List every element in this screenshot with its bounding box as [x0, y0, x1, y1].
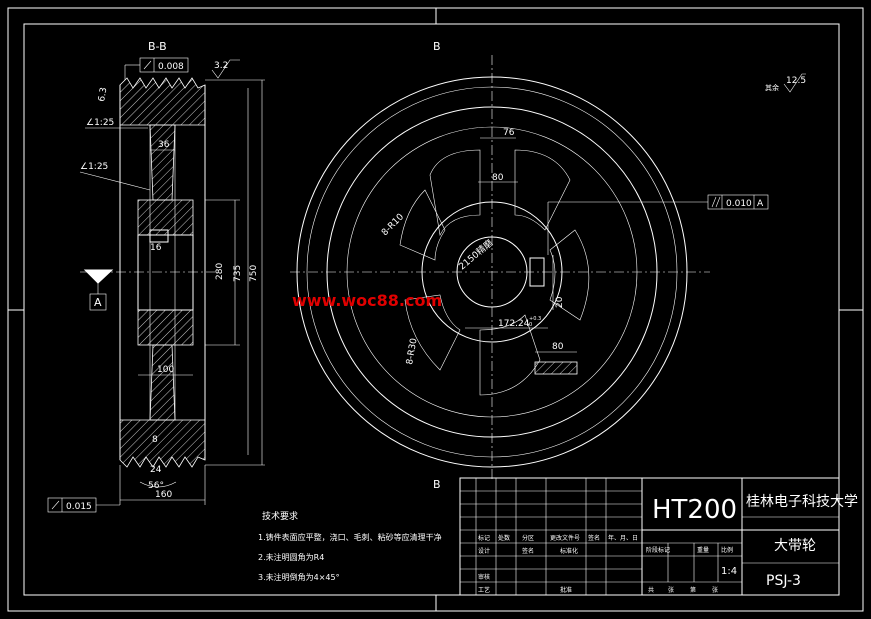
bottom-tol: 0.015 — [66, 502, 92, 512]
dim-36: 36 — [158, 140, 170, 150]
tb-weight-label: 重量 — [697, 546, 709, 554]
tb-label-approve: 批准 — [560, 586, 572, 594]
tech-item-1: 1.铸件表面应平整，浇口、毛刺、粘砂等应清理干净 — [258, 532, 442, 542]
dim-76: 76 — [503, 128, 515, 138]
tb-scale-label: 比例 — [721, 546, 733, 554]
dim-angle: 56° — [148, 481, 164, 491]
dim-735: 735 — [233, 265, 243, 282]
tb-label-review: 审核 — [478, 573, 490, 581]
rim-section-top — [119, 77, 206, 126]
watermark: www.woc88.com — [292, 291, 442, 310]
web-top — [149, 124, 176, 201]
tech-requirements: 技术要求 1.铸件表面应平整，浇口、毛刺、粘砂等应清理干净 2.未注明圆角为R4… — [258, 510, 442, 582]
tb-label-standard: 标准化 — [560, 547, 578, 555]
parallel-tol: 0.010 — [726, 199, 752, 209]
web-bottom — [149, 344, 176, 421]
tb-label-zone: 分区 — [522, 534, 534, 542]
dim-17224-tol-up: +0.3 — [529, 316, 541, 322]
datum-letter: A — [94, 296, 102, 309]
tb-stage-label: 阶段标记 — [646, 546, 670, 554]
dim-80-right: 80 — [552, 342, 564, 352]
dim-17224: 172.24 — [498, 319, 530, 329]
tb-label-sign: 签名 — [588, 534, 600, 542]
tb-label-design: 设计 — [478, 547, 490, 555]
tb-label-count: 处数 — [498, 534, 510, 542]
section-mark-bottom: B — [433, 478, 441, 491]
dim-keyway: 20 — [555, 296, 565, 308]
dim-80-top: 80 — [492, 173, 504, 183]
tb-label-date: 年、月、日 — [608, 534, 638, 542]
spoke-section — [534, 361, 578, 375]
flatness-tol-top: 0.008 — [158, 62, 184, 72]
roughness-other: 12.5 — [786, 76, 806, 86]
tech-title: 技术要求 — [262, 510, 298, 522]
tb-label-design-sign: 签名 — [522, 547, 534, 555]
rim-section-bottom — [119, 419, 206, 468]
section-mark-top: B — [433, 40, 441, 53]
front-view: B B 76 80 8-R10 8-R30 2150精磨 172.24 +0.3… — [290, 40, 806, 491]
tech-item-3: 3.未注明倒角为4×45° — [258, 572, 340, 582]
tb-label-process: 工艺 — [478, 586, 490, 594]
dim-750: 750 — [249, 265, 259, 282]
r-label-2: 8-R30 — [405, 337, 420, 365]
tb-sheet-no-a: 第 — [690, 586, 696, 594]
section-title: B-B — [148, 40, 167, 53]
bore-keyway — [529, 257, 545, 287]
keyway — [149, 229, 169, 243]
dim-280: 280 — [215, 263, 225, 280]
tb-scale: 1:4 — [721, 566, 737, 577]
bore-outline — [137, 234, 194, 311]
taper-label-2: ∠1:25 — [80, 162, 108, 172]
dim-24: 24 — [150, 465, 162, 475]
hub-top — [137, 199, 194, 236]
frame-center-marks — [8, 8, 863, 611]
tb-sheet-total-a: 共 — [648, 586, 654, 594]
dim-100: 100 — [157, 365, 174, 375]
tb-label-mark: 标记 — [478, 534, 490, 542]
hub-bottom — [137, 309, 194, 346]
tb-drawing-no: PSJ-3 — [766, 573, 801, 589]
section-view: B-B 280 735 750 36 16 — [47, 40, 265, 513]
tb-label-docno: 更改文件号 — [550, 534, 580, 542]
dim-16: 16 — [150, 243, 162, 253]
roughness-other-label: 其余 — [765, 83, 779, 92]
tb-school: 桂林电子科技大学 — [746, 494, 858, 510]
title-block: 标记 处数 分区 更改文件号 签名 年、月、日 设计 签名 标准化 审核 工艺 … — [459, 477, 858, 596]
dim-17224-tol-dn: 0 — [529, 322, 532, 328]
datum-box — [89, 293, 107, 311]
tb-sheet-total-b: 张 — [668, 586, 674, 594]
parallel-datum: A — [757, 199, 764, 209]
tech-item-2: 2.未注明圆角为R4 — [258, 552, 324, 562]
tb-material: HT200 — [652, 495, 737, 525]
tb-sheet-no-b: 张 — [712, 586, 718, 594]
roughness-symbol-top — [211, 59, 240, 79]
datum-triangle — [83, 269, 114, 284]
roughness-top: 3.2 — [214, 61, 228, 71]
dim-8: 8 — [152, 435, 158, 445]
roughness-side: 6.3 — [97, 87, 109, 103]
tb-part-name: 大带轮 — [774, 538, 816, 554]
taper-label-1: ∠1:25 — [86, 118, 114, 128]
dim-160: 160 — [155, 490, 172, 500]
